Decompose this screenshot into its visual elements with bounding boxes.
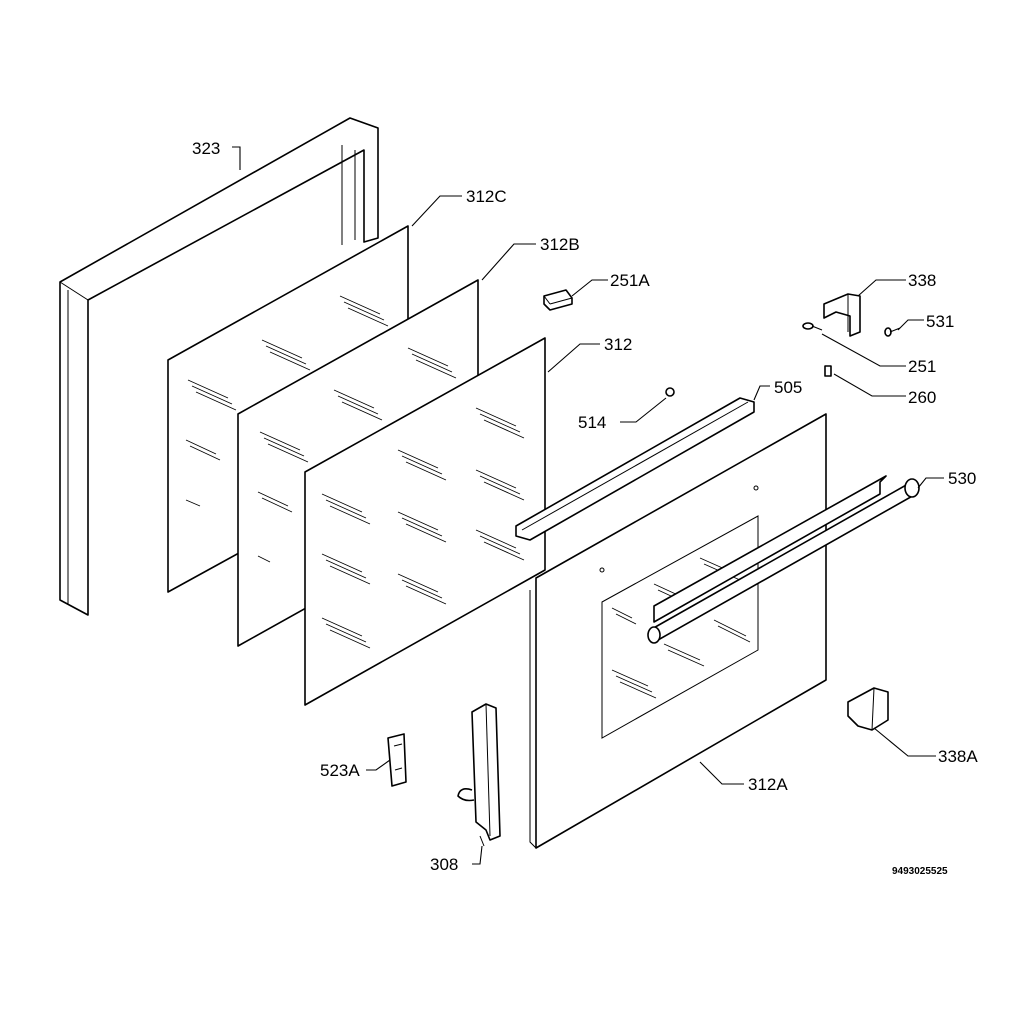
part-312-glass-pane <box>304 337 546 706</box>
part-505-top-trim <box>515 397 755 541</box>
label-260: 260 <box>908 388 936 407</box>
label-312b: 312B <box>540 235 580 254</box>
label-531: 531 <box>926 312 954 331</box>
part-514-screw <box>665 387 675 397</box>
part-531-screw <box>884 327 901 337</box>
label-530: 530 <box>948 469 976 488</box>
pane-312b-print <box>257 347 457 563</box>
part-530-handle <box>647 475 920 644</box>
part-308-hinge <box>457 703 501 847</box>
label-312: 312 <box>604 335 632 354</box>
label-505: 505 <box>774 378 802 397</box>
label-312c: 312C <box>466 187 507 206</box>
part-251-screw <box>802 322 823 331</box>
label-323: 323 <box>192 139 220 158</box>
label-308: 308 <box>430 855 458 874</box>
part-338-bracket <box>823 293 861 337</box>
label-338a: 338A <box>938 747 978 766</box>
label-523a: 523A <box>320 761 360 780</box>
part-labels: 323 312C 312B 251A 338 531 312 251 505 2… <box>192 139 978 877</box>
part-260-clip <box>824 365 832 377</box>
pane-312-print <box>321 407 525 649</box>
drawing-number: 9493025525 <box>892 866 948 877</box>
part-312a-outer-glass <box>529 413 827 849</box>
label-338: 338 <box>908 271 936 290</box>
leader-lines <box>232 146 944 865</box>
label-251a: 251A <box>610 271 650 290</box>
part-251a-clip <box>543 289 573 311</box>
label-514: 514 <box>578 413 606 432</box>
label-251: 251 <box>908 357 936 376</box>
label-312a: 312A <box>748 775 788 794</box>
pane-312c-print <box>185 295 389 507</box>
part-523a-latch <box>387 733 407 787</box>
part-323-door-frame <box>59 117 379 616</box>
part-338a-bracket <box>847 687 889 731</box>
window-print <box>611 557 751 699</box>
